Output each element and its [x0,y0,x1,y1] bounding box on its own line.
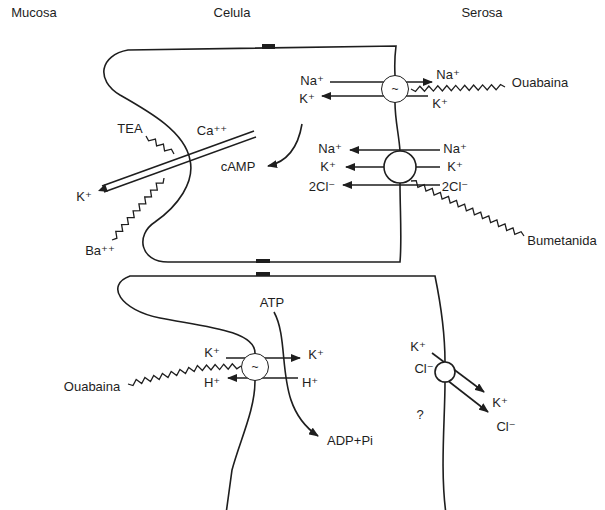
camp-arrow [268,124,302,166]
flux-arrow [350,149,440,151]
channel-arrowhead [98,184,108,192]
ion-label: K⁺ [492,395,508,410]
ion-label: Ca⁺⁺ [197,123,227,138]
ion-label: Na⁺ [318,141,341,156]
ion-label: 2Cl⁻ [442,179,468,194]
ion-label: K⁺ [204,345,220,360]
tight-junction [256,259,270,263]
drug-label: ADP+Pi [327,433,373,448]
cotransporter-circle [384,151,416,183]
ion-label: K⁺ [308,347,324,362]
drug-label: Ouabaina [512,75,568,90]
ion-label: Cl⁻ [414,361,433,376]
inhibitor-wave [146,136,174,154]
upper-cell-outline [104,46,401,262]
channel-line [104,137,256,192]
atp-arrow [274,312,318,436]
lower-cell-outline [118,276,446,510]
ion-label: Cl⁻ [496,419,515,434]
ion-label: Na⁺ [300,73,323,88]
pump-symbol: ~ [391,83,398,95]
drug-label: Bumetanida [527,233,596,248]
ion-label: K⁺ [320,159,336,174]
ion-label: Ba⁺⁺ [85,243,115,258]
cotransporter-circle [435,362,455,382]
ion-label: 2Cl⁻ [309,179,335,194]
ion-label: K⁺ [410,339,426,354]
tight-junction [256,272,270,276]
drug-label: Ouabaina [64,379,120,394]
inhibitor-wave [112,178,164,240]
region-title: Serosa [461,5,502,20]
flux-arrow [432,353,484,392]
inhibitor-wave [128,364,241,386]
pump-circle: ~ [241,353,269,381]
ion-label: H⁺ [302,375,318,390]
ion-label: Na⁺ [443,141,466,156]
flux-arrow [343,184,440,186]
ion-label: ATP [260,295,284,310]
pump-circle: ~ [381,75,409,103]
inhibitor-wave [411,85,505,92]
ion-label: H⁺ [204,375,220,390]
ion-label: K⁺ [299,91,315,106]
ion-label: K⁺ [432,96,448,111]
ion-label: Na⁺ [436,67,459,82]
tight-junction [262,44,275,49]
ion-label: K⁺ [76,189,92,204]
ion-label: ? [416,407,423,422]
flux-arrow [322,95,428,97]
flux-arrow [330,81,432,83]
region-title: Celula [214,5,251,20]
ion-label: K⁺ [447,159,463,174]
region-title: Mucosa [11,5,57,20]
ion-label: TEA [117,121,142,136]
ion-label: cAMP [221,159,256,174]
pump-symbol: ~ [251,361,258,373]
